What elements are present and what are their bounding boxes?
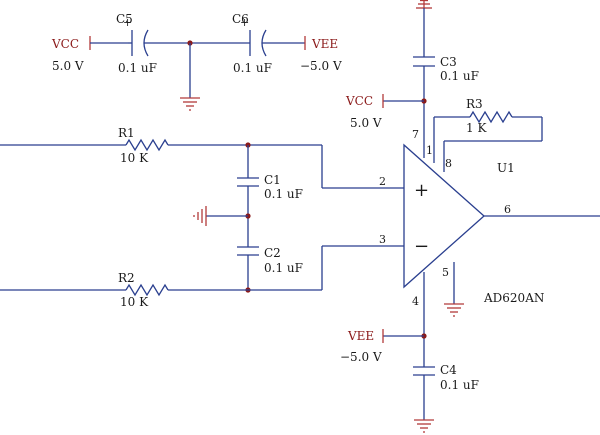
ground-symbol-pin5 (444, 303, 464, 317)
ground-symbol (180, 97, 200, 111)
vee-top-voltage: −5.0 V (300, 59, 342, 73)
pin-3-label: 3 (379, 233, 386, 246)
u1-part: AD620AN (483, 291, 544, 305)
c5-value: 0.1 uF (118, 61, 157, 75)
c3-ref: C3 (440, 55, 457, 69)
c4-value: 0.1 uF (440, 378, 479, 392)
r1-value: 10 K (120, 151, 149, 165)
c6-value: 0.1 uF (233, 61, 272, 75)
r3-zigzag (469, 110, 513, 124)
noninverting-symbol: + (414, 180, 429, 201)
pin-8-label: 8 (445, 157, 452, 170)
c3-value: 0.1 uF (440, 69, 479, 83)
c6-plus: + (240, 16, 249, 29)
vcc-top-voltage: 5.0 V (52, 59, 84, 73)
r3-value: 1 K (466, 121, 487, 135)
pin-7-label: 7 (412, 128, 419, 141)
amplifier-triangle (403, 143, 485, 289)
r2-value: 10 K (120, 295, 149, 309)
c4-ref: C4 (440, 363, 457, 377)
c1-ref: C1 (264, 173, 281, 187)
vee-top-label: VEE (311, 37, 338, 51)
ground-symbol-bottom (414, 419, 434, 433)
ground-symbol-top (416, 0, 432, 9)
vcc-top-label: VCC (51, 37, 79, 51)
pin-4-label: 4 (412, 295, 419, 308)
r1-zigzag (125, 138, 169, 152)
r2-zigzag (125, 283, 169, 297)
u1-ref: U1 (497, 161, 515, 175)
c5-ref: C5 (116, 12, 133, 26)
gain-resistor-network: R3 1 K 1 8 U1 (426, 97, 543, 175)
input-network: R1 10 K 2 C1 0.1 uF C2 0.1 uF R2 10 K 3 (0, 126, 404, 309)
pin-2-label: 2 (379, 175, 386, 188)
negative-rail-decoupling: 4 VEE −5.0 V C4 0.1 uF (340, 272, 479, 433)
vcc-amp-label: VCC (345, 94, 373, 108)
c2-ref: C2 (264, 246, 281, 260)
ground-symbol-mid (193, 206, 207, 226)
vee-amp-label: VEE (347, 329, 374, 343)
positive-rail-decoupling: C3 0.1 uF VCC 5.0 V 7 (345, 0, 479, 158)
pin-6-label: 6 (504, 203, 511, 216)
pin-5-label: 5 (442, 266, 449, 279)
r2-ref: R2 (118, 271, 135, 285)
pin-1-label: 1 (426, 144, 433, 157)
vcc-amp-voltage: 5.0 V (350, 116, 382, 130)
c5-plus: + (123, 16, 132, 29)
r1-ref: R1 (118, 126, 135, 140)
supply-decoupling: VCC 5.0 V C5 + 0.1 uF C6 + 0.1 uF VEE −5… (51, 12, 342, 111)
r3-ref: R3 (466, 97, 483, 111)
c2-value: 0.1 uF (264, 261, 303, 275)
c1-value: 0.1 uF (264, 187, 303, 201)
inverting-symbol: − (414, 236, 429, 257)
ad620-amplifier: + − 6 AD620AN 5 (403, 143, 600, 317)
c6-ref: C6 (232, 12, 249, 26)
vee-amp-voltage: −5.0 V (340, 350, 382, 364)
